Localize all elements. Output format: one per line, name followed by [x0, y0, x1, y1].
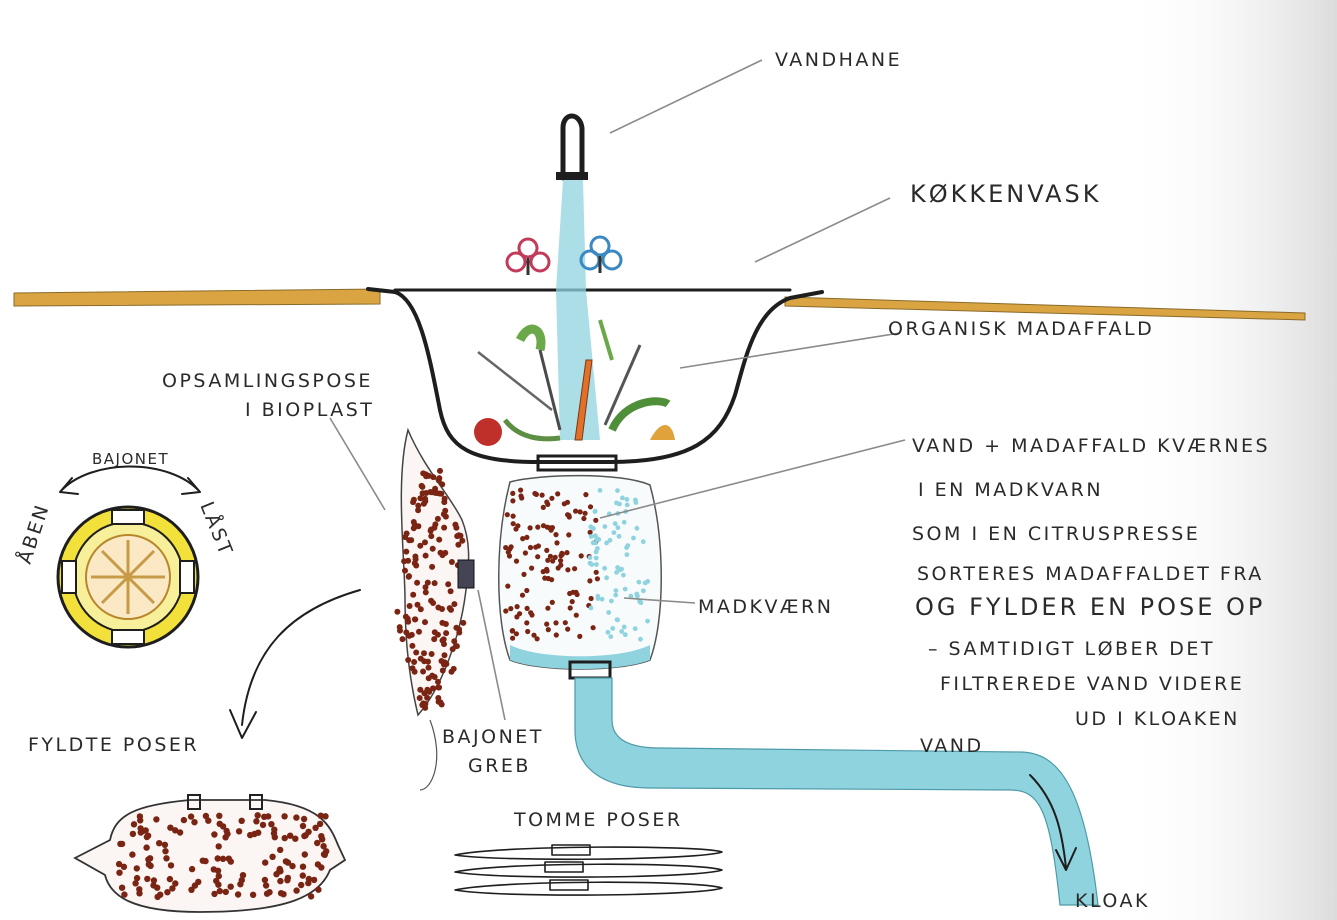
description-line: FILTREREDE VAND VIDERE — [940, 673, 1244, 695]
label-empty-bags: TOMME POSER — [513, 809, 683, 831]
label-bayonet-grip-1: BAJONET — [442, 726, 544, 748]
label-bayonet-ring: BAJONET — [92, 450, 169, 468]
label-organic-waste: ORGANISK MADAFFALD — [888, 318, 1154, 340]
label-locked: LÅST — [195, 498, 238, 560]
countertop — [14, 289, 1305, 320]
description-line: SOM I EN CITRUSPRESSE — [912, 523, 1200, 545]
label-collection-bag-2: I BIOPLAST — [245, 399, 374, 421]
label-sink: KØKKENVASK — [910, 180, 1102, 208]
label-bayonet-grip-2: GREB — [468, 755, 531, 777]
description-line: – SAMTIDIGT LØBER DET — [928, 638, 1215, 660]
faucet — [556, 116, 588, 180]
description-line: OG FYLDER EN POSE OP — [915, 593, 1265, 621]
tap-cold-icon — [581, 237, 621, 273]
bayonet-connector — [458, 560, 474, 588]
description-line: I EN MADKVARN — [918, 479, 1103, 501]
bayonet-ring — [58, 507, 198, 647]
label-faucet: VANDHANE — [775, 49, 902, 71]
label-open: ÅBEN — [13, 500, 54, 566]
rotate-arrow-icon — [60, 467, 200, 495]
tap-hot-icon — [507, 239, 549, 275]
label-sewer: KLOAK — [1075, 890, 1150, 912]
description-line: UD I KLOAKEN — [1075, 708, 1240, 730]
label-grinder: MADKVÆRN — [698, 596, 833, 618]
label-water: VAND — [920, 735, 984, 757]
label-filled-bags: FYLDTE POSER — [28, 734, 199, 756]
paper-shadow — [1120, 0, 1337, 920]
label-collection-bag-1: OPSAMLINGSPOSE — [162, 370, 373, 392]
empty-bags — [455, 845, 722, 895]
curved-arrow-to-filled-bags — [230, 590, 360, 738]
description-line: SORTERES MADAFFALDET FRA — [917, 563, 1264, 585]
outlet-pipe — [575, 678, 1098, 905]
description-line: VAND + MADAFFALD KVÆRNES — [912, 435, 1270, 457]
water-stream — [556, 180, 600, 440]
